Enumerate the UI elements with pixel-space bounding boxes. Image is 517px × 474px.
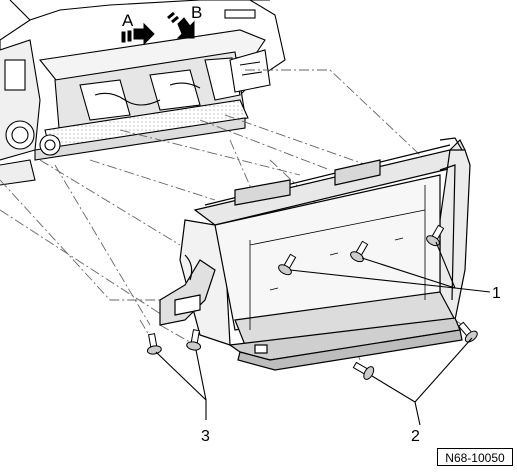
screw-3a (146, 333, 162, 355)
view-arrow-b (167, 11, 195, 39)
callout-2: 2 (411, 428, 420, 445)
screw-1a (278, 253, 297, 276)
glove-box (159, 137, 471, 371)
screw-3b (186, 329, 202, 351)
view-label-a: A (122, 11, 134, 30)
callout-3: 3 (201, 428, 210, 445)
view-label-b: B (191, 3, 203, 22)
screw-1b (350, 240, 369, 263)
leader-lines (155, 241, 491, 426)
dashboard-assembly (0, 0, 286, 186)
view-arrow-a (121, 22, 155, 46)
screw-2b (457, 321, 478, 343)
drawing-reference-number: N68-10050 (437, 448, 513, 466)
screw-2a (352, 361, 375, 380)
callout-1: 1 (492, 285, 501, 302)
